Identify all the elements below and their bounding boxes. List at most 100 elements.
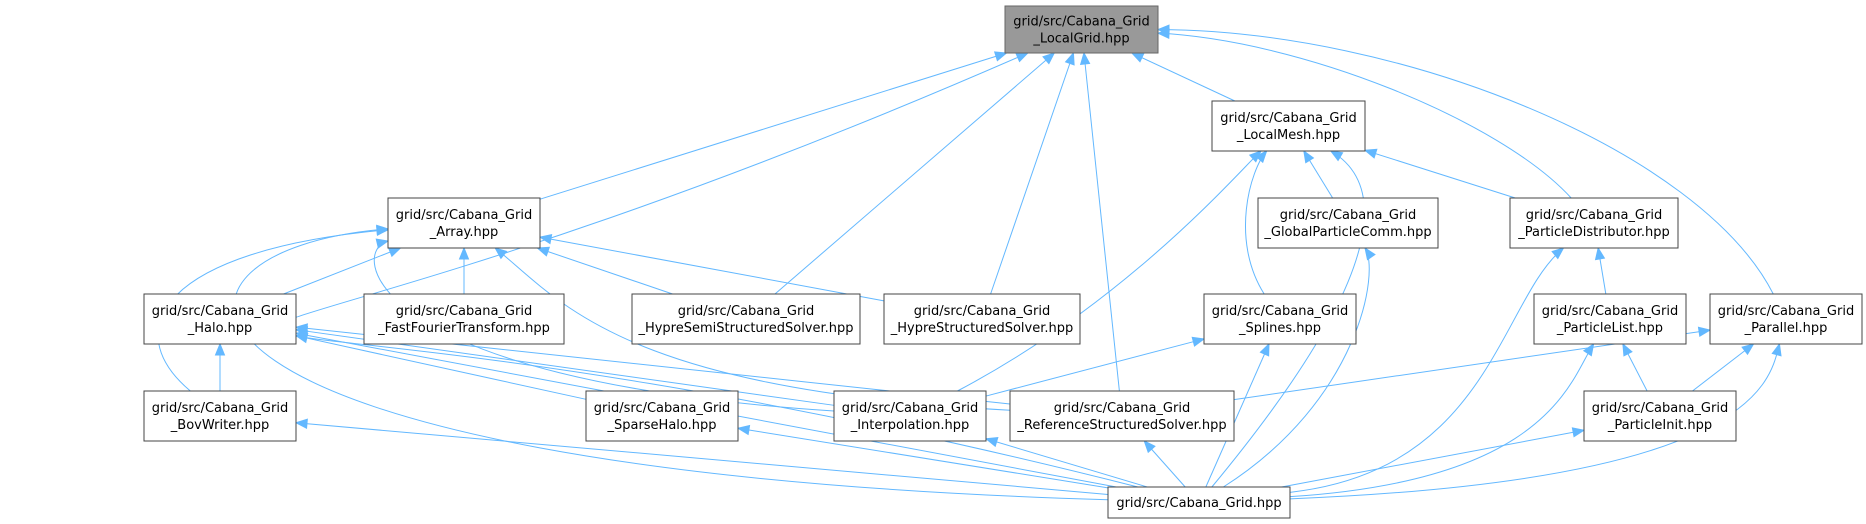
node-globalparticlecomm[interactable]: grid/src/Cabana_Grid _GlobalParticleComm.… [1257, 197, 1439, 249]
arrowhead-grid-to-array [376, 224, 390, 236]
node-box-refstruct [1009, 390, 1235, 442]
node-box-interpolation [833, 390, 987, 442]
edge-sparsehalo-to-halo [295, 335, 587, 400]
edge-particledistributor-to-localmesh [1364, 149, 1516, 199]
node-bovwriter[interactable]: grid/src/Cabana_Grid _BovWriter.hpp [143, 390, 297, 442]
arrowhead-grid-to-particledistributor [1551, 247, 1565, 260]
node-label-splines-line-1: _Splines.hpp [1238, 321, 1321, 336]
node-array[interactable]: grid/src/Cabana_Grid _Array.hpp [387, 197, 541, 249]
node-box-globalparticlecomm [1257, 197, 1439, 249]
node-fft[interactable]: grid/src/Cabana_Grid_FastFourierTransfor… [363, 293, 565, 345]
node-localmesh[interactable]: grid/src/Cabana_Grid _LocalMesh.hpp [1211, 100, 1366, 152]
node-label-refstruct-line-0: grid/src/Cabana_Grid [1054, 401, 1190, 416]
node-label-hypresemi-line-1: _HypreSemiStructuredSolver.hpp [637, 321, 853, 336]
node-label-particlelist-line-1: _ParticleList.hpp [1556, 321, 1663, 336]
node-sparsehalo[interactable]: grid/src/Cabana_Grid_SparseHalo.hpp [585, 390, 739, 442]
arrowhead-splines-to-localmesh [1255, 150, 1268, 164]
node-halo[interactable]: grid/src/Cabana_Grid _Halo.hpp [143, 293, 297, 345]
node-label-halo-line-1: _Halo.hpp [187, 321, 252, 336]
nodes-layer: grid/src/Cabana_Grid_LocalGrid.hppgrid/s… [143, 5, 1863, 519]
arrowhead-refstruct-to-halo [294, 323, 308, 334]
edge-hyprestruct-to-localgrid [990, 52, 1074, 295]
edge-particleinit-to-parallel [1692, 343, 1754, 392]
arrowhead-refstruct-to-parallel [1697, 326, 1712, 337]
arrowhead-interpolation-to-splines [1191, 336, 1206, 347]
arrowhead-grid-to-interpolation [984, 437, 999, 448]
node-label-parallel-line-1: _Parallel.hpp [1744, 321, 1828, 336]
node-label-interpolation-line-0: grid/src/Cabana_Grid [842, 401, 978, 416]
node-grid[interactable]: grid/src/Cabana_Grid.hpp [1107, 486, 1291, 519]
node-label-particledistributor-line-1: _ParticleDistributor.hpp [1517, 225, 1670, 240]
node-box-particleinit [1583, 390, 1737, 442]
node-label-refstruct-line-1: _ReferenceStructuredSolver.hpp [1016, 418, 1226, 433]
arrowhead-particlelist-to-particledistributor [1594, 246, 1606, 261]
arrowhead-grid-to-particleinit [1571, 427, 1586, 438]
node-localgrid[interactable]: grid/src/Cabana_Grid_LocalGrid.hpp [1004, 5, 1159, 54]
node-label-fft-line-1: _FastFourierTransform.hpp [377, 321, 550, 336]
node-box-parallel [1709, 293, 1863, 345]
node-box-localgrid [1004, 5, 1159, 54]
node-label-grid-line-0: grid/src/Cabana_Grid.hpp [1116, 496, 1281, 511]
node-label-array-line-1: _Array.hpp [429, 225, 499, 240]
node-refstruct[interactable]: grid/src/Cabana_Grid _ReferenceStructured… [1009, 390, 1235, 442]
node-particledistributor[interactable]: grid/src/Cabana_Grid _ParticleDistributor… [1509, 197, 1679, 249]
edge-grid-to-particledistributor [1289, 247, 1564, 493]
node-label-hyprestruct-line-0: grid/src/Cabana_Grid [914, 304, 1050, 319]
node-label-globalparticlecomm-line-1: _GlobalParticleComm.hpp [1263, 225, 1431, 240]
arrowhead-refstruct-to-array [494, 247, 508, 260]
arrowhead-localmesh-to-localgrid [1130, 52, 1145, 63]
node-parallel[interactable]: grid/src/Cabana_Grid_Parallel.hpp [1709, 293, 1863, 345]
node-label-particleinit-line-0: grid/src/Cabana_Grid [1592, 401, 1728, 416]
arrowhead-fft-to-array [458, 246, 470, 260]
edge-grid-to-array [234, 228, 1109, 501]
arrowhead-grid-to-particlelist [1582, 342, 1595, 357]
node-label-array-line-0: grid/src/Cabana_Grid [396, 208, 532, 223]
arrowhead-globalparticlecomm-to-localmesh [1303, 149, 1315, 164]
arrowhead-grid-to-globalparticlecomm [1364, 246, 1376, 261]
node-label-localmesh-line-0: grid/src/Cabana_Grid [1220, 111, 1356, 126]
arrowhead-halo-to-array [387, 247, 402, 258]
node-hyprestruct[interactable]: grid/src/Cabana_Grid_HypreStructuredSolv… [883, 293, 1081, 345]
edge-particledistributor-to-localgrid [1157, 32, 1572, 199]
node-label-bovwriter-line-1: _BovWriter.hpp [170, 418, 269, 433]
arrowhead-grid-to-localgrid [1015, 52, 1029, 63]
node-label-sparsehalo-line-0: grid/src/Cabana_Grid [594, 401, 730, 416]
edge-interpolation-to-localmesh [957, 150, 1262, 392]
node-label-localgrid-line-1: _LocalGrid.hpp [1032, 32, 1129, 47]
edges-layer [157, 24, 1782, 501]
edge-hypresemi-to-array [537, 247, 673, 295]
arrowhead-interpolation-to-array [375, 238, 390, 249]
arrowhead-grid-to-bovwriter [294, 418, 308, 429]
arrowhead-particleinit-to-parallel [1741, 343, 1755, 356]
arrowhead-hyprestruct-to-array [538, 234, 553, 245]
node-label-particledistributor-line-0: grid/src/Cabana_Grid [1526, 208, 1662, 223]
node-label-halo-line-0: grid/src/Cabana_Grid [152, 304, 288, 319]
edge-grid-to-particleinit [1281, 429, 1585, 488]
edge-halo-to-array [283, 247, 401, 295]
node-label-hypresemi-line-0: grid/src/Cabana_Grid [678, 304, 814, 319]
edge-grid-to-interpolation [985, 438, 1148, 488]
edge-parallel-to-localgrid [1157, 29, 1774, 295]
arrowhead-parallel-to-localgrid [1156, 24, 1170, 35]
node-hypresemi[interactable]: grid/src/Cabana_Grid _HypreSemiStructured… [631, 293, 861, 345]
node-particleinit[interactable]: grid/src/Cabana_Grid_ParticleInit.hpp [1583, 390, 1737, 442]
node-particlelist[interactable]: grid/src/Cabana_Grid_ParticleList.hpp [1533, 293, 1687, 345]
node-interpolation[interactable]: grid/src/Cabana_Grid_Interpolation.hpp [833, 390, 987, 442]
node-box-bovwriter [143, 390, 297, 442]
edge-grid-to-bovwriter [295, 422, 1109, 495]
edge-grid-to-particlelist [1289, 343, 1595, 498]
node-box-grid [1107, 486, 1291, 519]
arrowhead-array-to-localgrid [993, 51, 1008, 62]
arrowhead-hypresemi-to-localgrid [1042, 52, 1056, 65]
arrowhead-bovwriter-to-halo [214, 342, 226, 356]
node-box-hypresemi [631, 293, 861, 345]
node-splines[interactable]: grid/src/Cabana_Grid_Splines.hpp [1203, 293, 1357, 345]
node-label-localmesh-line-1: _LocalMesh.hpp [1236, 128, 1340, 143]
node-box-sparsehalo [585, 390, 739, 442]
node-label-bovwriter-line-0: grid/src/Cabana_Grid [152, 401, 288, 416]
node-label-globalparticlecomm-line-0: grid/src/Cabana_Grid [1280, 208, 1416, 223]
edge-grid-to-sparsehalo [737, 427, 1109, 489]
edge-grid-to-splines [1205, 343, 1270, 488]
arrowhead-particledistributor-to-localmesh [1363, 148, 1378, 159]
arrowhead-grid-to-refstruct [1143, 440, 1156, 454]
